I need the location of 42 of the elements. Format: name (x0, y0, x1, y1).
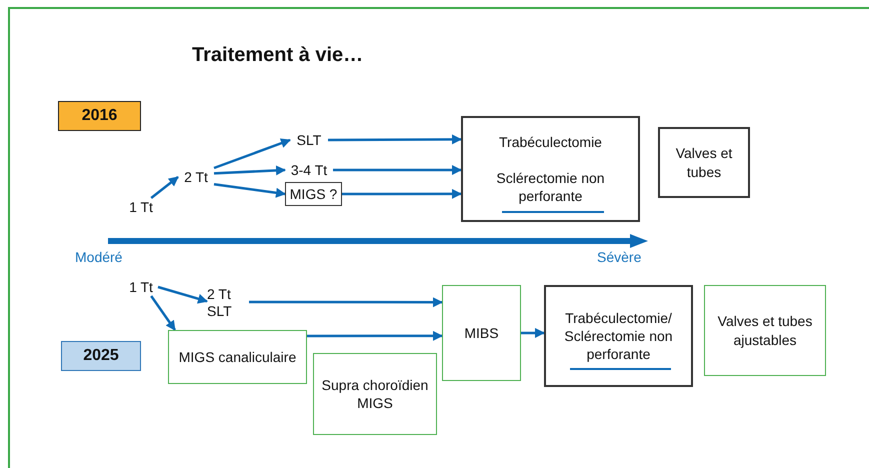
arrow (158, 286, 208, 304)
box-text: Trabéculectomie (499, 132, 602, 151)
box-text: Sclérectomie non perforante (495, 168, 606, 206)
arrow (249, 297, 443, 308)
year-badge (58, 101, 141, 131)
step-label: 1 Tt (129, 198, 153, 216)
title: Traitement à vie… (192, 44, 364, 67)
box-text: MIBS (464, 324, 499, 342)
arrow (214, 138, 291, 170)
treatment-box (544, 285, 693, 387)
step-label: SLT (296, 130, 322, 150)
box-text: 2016 (82, 106, 118, 126)
box-text: Supra choroïdien MIGS (320, 376, 430, 412)
treatment-box (658, 127, 750, 198)
arrow (333, 165, 462, 176)
box-text: 2025 (83, 346, 119, 366)
arrow (307, 330, 443, 341)
box-text: Valves et tubes (674, 144, 734, 181)
box-text: MIGS canaliculaire (178, 348, 296, 366)
treatment-box (285, 182, 342, 206)
treatment-box (461, 116, 640, 222)
box-text: Trabéculectomie/ Sclérectomie non perforante (563, 308, 674, 364)
arrow (342, 188, 462, 199)
step-label: 2 Tt SLT (207, 286, 233, 320)
treatment-box (313, 353, 437, 435)
step-label: 3-4 Tt (290, 160, 328, 180)
year-badge (61, 341, 141, 371)
axis-label: Modéré (75, 249, 122, 265)
treatment-box (442, 285, 521, 381)
arrow (214, 165, 286, 176)
arrow (521, 328, 545, 338)
arrow (150, 295, 176, 331)
arrow (150, 176, 179, 199)
step-label: 1 Tt (129, 278, 153, 296)
treatment-box (704, 285, 826, 376)
box-text: MIGS ? (290, 184, 338, 204)
arrow (214, 182, 286, 198)
treatment-box (168, 330, 307, 384)
step-label: 2 Tt (184, 168, 208, 186)
arrow (328, 134, 462, 144)
axis-label: Sévère (597, 249, 642, 265)
box-text: Valves et tubes ajustables (716, 312, 814, 349)
